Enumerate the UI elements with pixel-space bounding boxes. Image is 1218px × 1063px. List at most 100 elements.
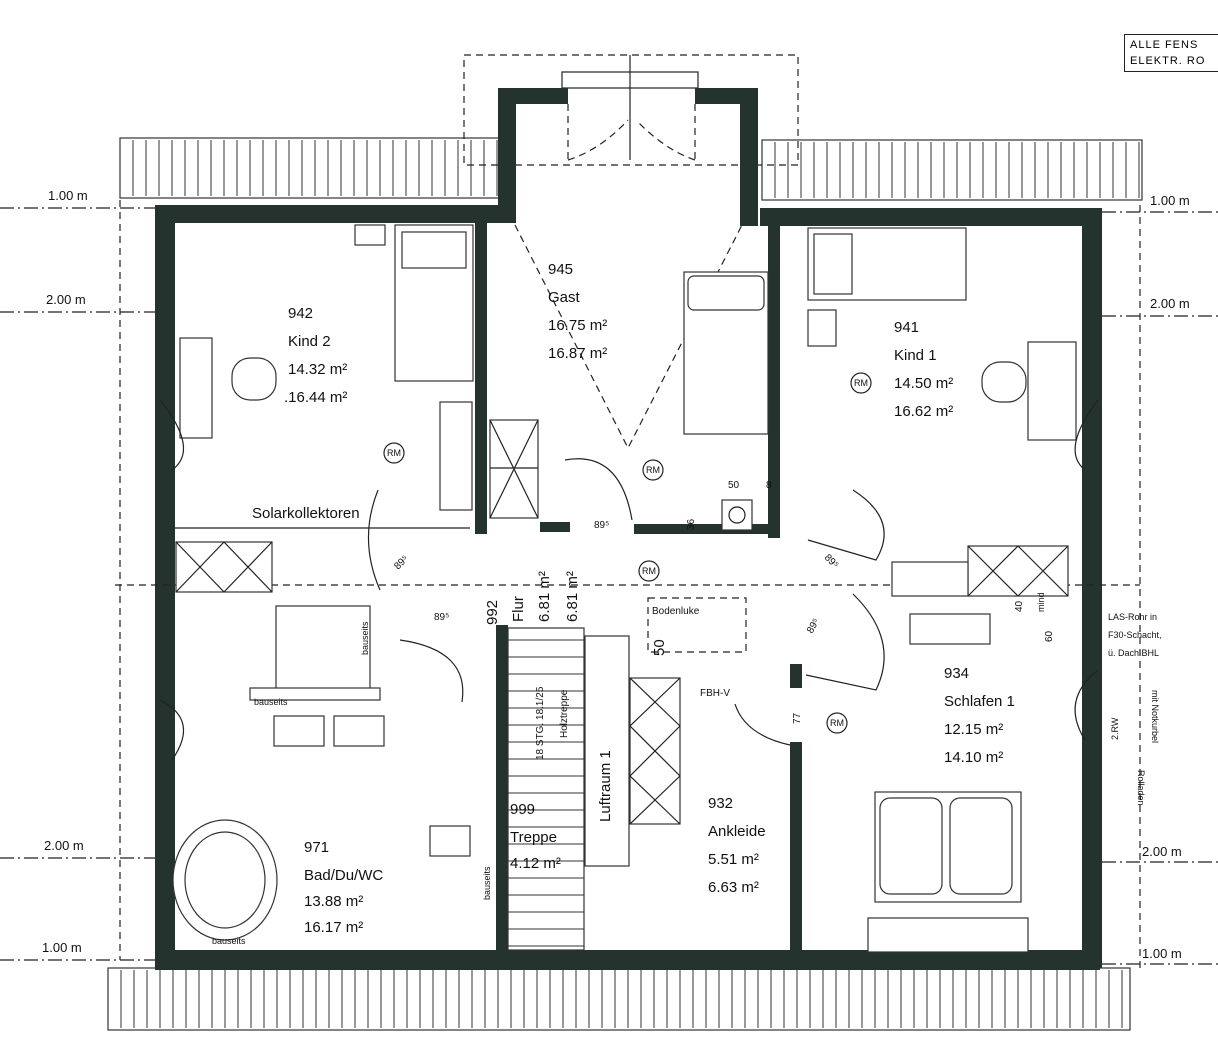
rm-kind1: RM bbox=[854, 378, 868, 388]
room-number-schlafen: 934 bbox=[944, 665, 969, 682]
room-area2-kind2: .16.44 m² bbox=[284, 389, 347, 406]
room-name-treppe: Treppe bbox=[510, 829, 557, 846]
label-las-2: F30-Schacht, bbox=[1108, 630, 1162, 640]
room-name-kind2: Kind 2 bbox=[288, 333, 331, 350]
label-stair-count: 18 STG. 18.1/25 bbox=[535, 686, 546, 760]
room-number-flur: 992 bbox=[484, 600, 501, 625]
height-right-bottom-2: 2.00 m bbox=[1142, 844, 1182, 859]
dim-895-kind1: 89⁵ bbox=[822, 552, 841, 571]
note-box: ALLE FENS ELEKTR. RO bbox=[1124, 34, 1218, 72]
label-min: mind bbox=[1036, 592, 1046, 612]
label-rolladen: Rolladen bbox=[1136, 770, 1146, 806]
label-luftraum: Luftraum 1 bbox=[597, 750, 614, 822]
dim-895-flur: 89⁵ bbox=[434, 612, 449, 623]
smoke-detectors: RM RM RM RM RM bbox=[383, 372, 872, 734]
stair bbox=[507, 627, 630, 951]
dim-40: 40 bbox=[1014, 600, 1025, 612]
room-area1-flur: 6.81 m² bbox=[536, 571, 553, 622]
furniture bbox=[172, 224, 1077, 953]
dim-60: 60 bbox=[1044, 630, 1055, 642]
rm-gast: RM bbox=[646, 465, 660, 475]
room-area2-flur: 6.81 m² bbox=[564, 571, 581, 622]
dim-895-kind2: 89⁵ bbox=[392, 554, 411, 573]
rm-kind2: RM bbox=[387, 448, 401, 458]
roof-edge-bottom bbox=[107, 967, 1131, 1031]
dim-36: 36 bbox=[686, 518, 697, 530]
height-right-bottom-1: 1.00 m bbox=[1142, 946, 1182, 961]
washer bbox=[721, 499, 753, 531]
height-right-top-2: 2.00 m bbox=[1150, 296, 1190, 311]
height-left-bottom-2: 2.00 m bbox=[44, 838, 84, 853]
rm-flur: RM bbox=[642, 566, 656, 576]
height-right-top-1: 1.00 m bbox=[1150, 193, 1190, 208]
room-number-kind2: 942 bbox=[288, 305, 313, 322]
note-line-2: ELEKTR. RO bbox=[1130, 55, 1206, 67]
room-area2-bad: 16.17 m² bbox=[304, 919, 363, 936]
label-bauseits-wc: bauseits bbox=[482, 866, 492, 900]
walls bbox=[155, 88, 1102, 970]
luftraum bbox=[584, 635, 630, 867]
room-area2-ankleide: 6.63 m² bbox=[708, 879, 759, 896]
label-holztreppe: Holztreppe bbox=[559, 689, 570, 738]
room-number-ankleide: 932 bbox=[708, 795, 733, 812]
room-number-treppe: 999 bbox=[510, 801, 535, 818]
room-area2-schlafen: 14.10 m² bbox=[944, 749, 1003, 766]
dormer-outline bbox=[463, 54, 799, 166]
height-labels: 1.00 m 2.00 m 2.00 m 1.00 m 1.00 m 2.00 … bbox=[42, 188, 1190, 961]
dim-8: 8 bbox=[766, 480, 772, 491]
bodenluke-outline bbox=[647, 597, 747, 653]
label-bodenluke: Bodenluke bbox=[652, 606, 700, 617]
room-name-bad: Bad/Du/WC bbox=[304, 867, 383, 884]
dim-50-side: 50 bbox=[651, 639, 668, 656]
room-area1-ankleide: 5.51 m² bbox=[708, 851, 759, 868]
note-line-1: ALLE FENS bbox=[1130, 39, 1199, 51]
height-left-top-2: 2.00 m bbox=[46, 292, 86, 307]
dim-895-schlafen: 89⁵ bbox=[805, 617, 822, 636]
dim-50-top: 50 bbox=[728, 480, 740, 491]
label-bauseits-tub: bauseits bbox=[212, 936, 246, 946]
dim-895-gast: 89⁵ bbox=[594, 520, 609, 531]
doors bbox=[159, 399, 1099, 761]
room-name-schlafen: Schlafen 1 bbox=[944, 693, 1015, 710]
room-name-flur: Flur bbox=[510, 596, 527, 622]
room-name-gast: Gast bbox=[548, 289, 581, 306]
sink-2 bbox=[333, 715, 385, 747]
label-bauseits-shower: bauseits bbox=[360, 621, 370, 655]
room-area1-bad: 13.88 m² bbox=[304, 893, 363, 910]
roof-edge-top-right bbox=[761, 139, 1143, 201]
wardrobe-kind2 bbox=[439, 401, 473, 511]
chair-kind2 bbox=[231, 357, 277, 401]
room-labels: 942 Kind 2 14.32 m² .16.44 m² 945 Gast 1… bbox=[284, 261, 1015, 936]
height-left-bottom-1: 1.00 m bbox=[42, 940, 82, 955]
label-las-3: ü. Dach BHL bbox=[1108, 648, 1159, 658]
label-bauseits-sink: bauseits bbox=[254, 697, 288, 707]
room-area1-kind2: 14.32 m² bbox=[288, 361, 347, 378]
annotations: Solarkollektoren Luftraum 1 18 STG. 18.1… bbox=[212, 505, 1162, 946]
label-solar: Solarkollektoren bbox=[252, 505, 360, 522]
room-area2-kind1: 16.62 m² bbox=[894, 403, 953, 420]
label-fbh: FBH-V bbox=[700, 688, 730, 699]
chair-kind1 bbox=[981, 361, 1027, 403]
height-left-top-1: 1.00 m bbox=[48, 188, 88, 203]
room-area1-treppe: 4.12 m² bbox=[510, 855, 561, 872]
sink-1 bbox=[273, 715, 325, 747]
desk-kind1 bbox=[1027, 341, 1077, 441]
toilet bbox=[429, 825, 471, 857]
room-area1-gast: 16.75 m² bbox=[548, 317, 607, 334]
dormer-doors bbox=[514, 55, 743, 450]
room-area1-kind1: 14.50 m² bbox=[894, 375, 953, 392]
room-area2-gast: 16.87 m² bbox=[548, 345, 607, 362]
shower bbox=[275, 605, 371, 693]
label-rw: 2.RW bbox=[1110, 717, 1120, 740]
room-area1-schlafen: 12.15 m² bbox=[944, 721, 1003, 738]
room-number-bad: 971 bbox=[304, 839, 329, 856]
room-name-ankleide: Ankleide bbox=[708, 823, 766, 840]
room-name-kind1: Kind 1 bbox=[894, 347, 937, 364]
label-notkurbel: mit Notkurbel bbox=[1150, 690, 1160, 743]
rm-schlafen: RM bbox=[830, 718, 844, 728]
roof-edge-top-left bbox=[119, 137, 501, 199]
room-number-gast: 945 bbox=[548, 261, 573, 278]
desk-kind2 bbox=[179, 337, 213, 439]
dim-77: 77 bbox=[792, 712, 803, 724]
